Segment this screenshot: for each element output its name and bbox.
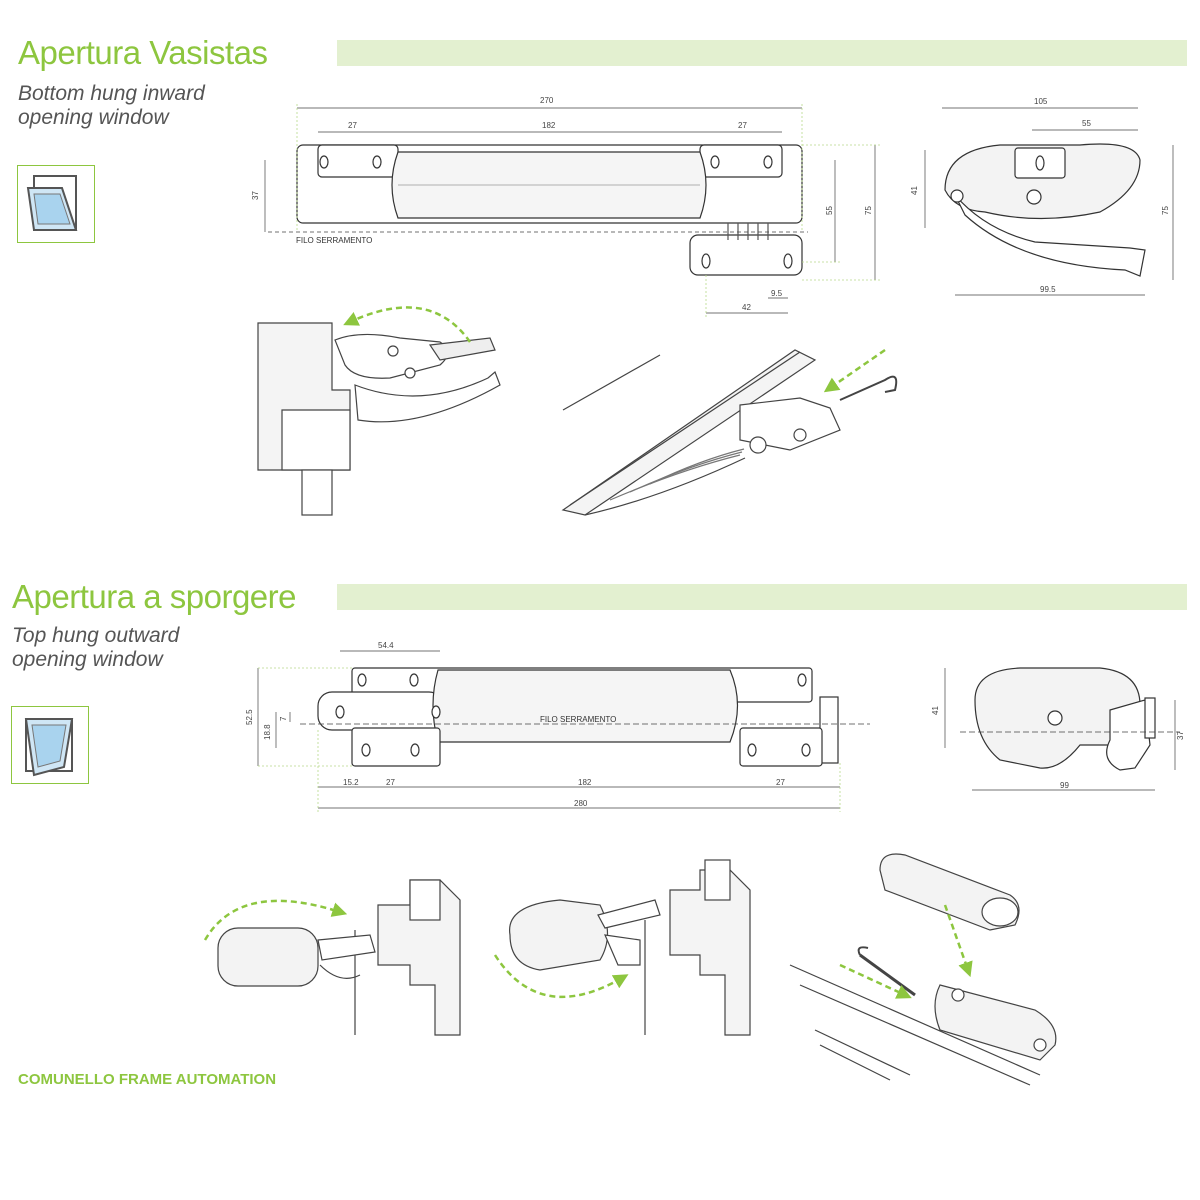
sporgere-install-sketch-3 bbox=[789, 853, 1057, 1086]
section-subtitle-vasistas: Bottom hung inward opening window bbox=[18, 82, 205, 130]
dim-height-52: 52.5 bbox=[245, 709, 254, 725]
dim-side-width: 105 bbox=[1034, 97, 1048, 106]
dim-center-span: 182 bbox=[542, 121, 556, 130]
dim-height-7: 7 bbox=[279, 716, 288, 721]
footer-brand: COMUNELLO FRAME AUTOMATION bbox=[18, 1071, 277, 1088]
filo-serramento-label-2: FILO SERRAMENTO bbox=[540, 715, 616, 724]
sporgere-install-sketch-2 bbox=[509, 859, 751, 1036]
vasistas-side-view bbox=[944, 143, 1146, 277]
dim-height-left: 37 bbox=[251, 191, 260, 200]
section-title-sporgere: Apertura a sporgere bbox=[12, 578, 297, 615]
dim-side2-height-left: 41 bbox=[931, 706, 940, 715]
dim-height-18: 18.8 bbox=[263, 724, 272, 740]
dim-side-height-right: 75 bbox=[1161, 206, 1170, 215]
dim-side2-bottom: 99 bbox=[1060, 781, 1069, 790]
section-bar-vasistas bbox=[337, 40, 1187, 66]
dim-right-offset: 27 bbox=[738, 121, 747, 130]
subtitle-line-1: Bottom hung inward bbox=[18, 82, 205, 105]
vasistas-install-sketch-left bbox=[257, 322, 501, 516]
filo-serramento-label: FILO SERRAMENTO bbox=[296, 236, 372, 245]
dim-side-bottom: 99.5 bbox=[1040, 285, 1056, 294]
dim-center-182: 182 bbox=[578, 778, 592, 787]
dim-side-top: 55 bbox=[1082, 119, 1091, 128]
top-hung-window-icon bbox=[11, 706, 89, 784]
dim-bracket-width: 42 bbox=[742, 303, 751, 312]
dim-side2-height-right: 37 bbox=[1176, 731, 1185, 740]
dim-height-55: 55 bbox=[825, 206, 834, 215]
bottom-hung-window-icon bbox=[17, 165, 95, 243]
subtitle-line-2: opening window bbox=[18, 106, 169, 129]
vasistas-front-view bbox=[296, 144, 803, 276]
dim-overall-280: 280 bbox=[574, 799, 588, 808]
dim-offset-15: 15.2 bbox=[343, 778, 359, 787]
dim-top-width: 54.4 bbox=[378, 641, 394, 650]
dim-side-height-left: 41 bbox=[910, 186, 919, 195]
subtitle-line-1: Top hung outward bbox=[12, 624, 180, 647]
dim-left-27: 27 bbox=[386, 778, 395, 787]
section-title-vasistas: Apertura Vasistas bbox=[18, 34, 268, 71]
dim-bracket-offset: 9.5 bbox=[771, 289, 783, 298]
dim-overall-width: 270 bbox=[540, 96, 554, 105]
dim-right-27: 27 bbox=[776, 778, 785, 787]
vasistas-install-sketch-right bbox=[561, 349, 898, 516]
dim-left-offset: 27 bbox=[348, 121, 357, 130]
section-subtitle-sporgere: Top hung outward opening window bbox=[12, 624, 179, 672]
sporgere-side-view bbox=[974, 667, 1156, 771]
dim-height-75: 75 bbox=[864, 206, 873, 215]
section-bar-sporgere bbox=[337, 584, 1187, 610]
subtitle-line-2: opening window bbox=[12, 648, 163, 671]
sporgere-install-sketch-1 bbox=[217, 879, 461, 1036]
